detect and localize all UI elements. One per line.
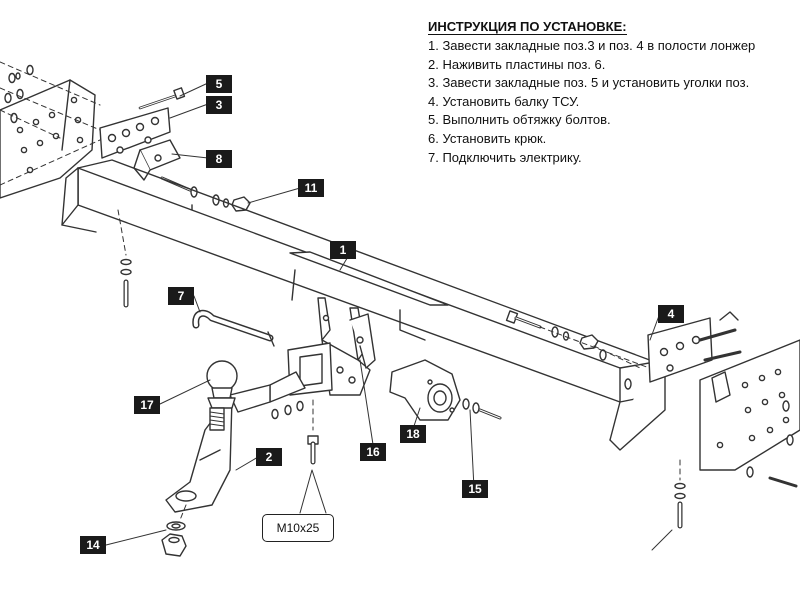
instruction-step: 5. Выполнить обтяжку болтов. xyxy=(428,112,611,128)
callout-part-8: 8 xyxy=(206,150,232,168)
instruction-step: 3. Завести закладные поз. 5 и установить… xyxy=(428,75,750,91)
callout-part-11: 11 xyxy=(298,179,324,197)
callout-part-1: 1 xyxy=(330,241,356,259)
part-4-right-plate xyxy=(647,311,742,383)
instruction-step: 2. Наживить пластины поз. 6. xyxy=(428,56,606,72)
callout-part-7: 7 xyxy=(168,287,194,305)
part-16-chain-bracket xyxy=(349,313,376,369)
right-beam-fasteners xyxy=(505,310,632,390)
instructions-list: 1. Завести закладные поз.3 и поз. 4 в по… xyxy=(428,37,800,167)
callout-part-15: 15 xyxy=(462,480,488,498)
left-side-fasteners xyxy=(4,64,34,124)
right-side-fasteners xyxy=(746,400,798,488)
callout-part-16: 16 xyxy=(360,443,386,461)
installation-instructions: ИНСТРУКЦИЯ ПО УСТАНОВКЕ: 1. Завести закл… xyxy=(428,18,800,167)
part-17-tow-ball xyxy=(206,360,238,431)
lower-left-bolt xyxy=(120,258,132,308)
part-15-bolt xyxy=(462,398,502,420)
callout-part-18: 18 xyxy=(400,425,426,443)
part-14-washer-nut xyxy=(161,521,187,557)
callout-part-17: 17 xyxy=(134,396,160,414)
instruction-step: 7. Подключить электрику. xyxy=(428,149,582,165)
callout-part-2: 2 xyxy=(256,448,282,466)
callout-part-14: 14 xyxy=(80,536,106,554)
part-1-crossbar-beam xyxy=(61,159,666,451)
callout-part-5: 5 xyxy=(206,75,232,93)
right-vehicle-bracket xyxy=(699,339,800,471)
part-2-hook-arm xyxy=(165,371,306,513)
callout-part-3: 3 xyxy=(206,96,232,114)
m10x25-bolt xyxy=(307,435,319,465)
part-7-pin xyxy=(192,309,275,347)
instructions-title: ИНСТРУКЦИЯ ПО УСТАНОВКЕ: xyxy=(428,19,627,35)
lower-right-bolt xyxy=(674,482,686,529)
left-mounting-plate xyxy=(0,79,96,199)
part-3-embedded-plate xyxy=(99,107,171,159)
bolt-size-label: M10x25 xyxy=(262,514,334,542)
instruction-step: 4. Установить балку ТСУ. xyxy=(428,93,580,109)
part-8-angle-bracket xyxy=(133,139,181,181)
instruction-step: 1. Завести закладные поз.3 и поз. 4 в по… xyxy=(428,38,756,53)
part-5-bolt xyxy=(138,87,186,110)
callout-part-4: 4 xyxy=(658,305,684,323)
instruction-step: 6. Установить крюк. xyxy=(428,130,547,146)
part-18-socket-bracket xyxy=(389,359,461,421)
